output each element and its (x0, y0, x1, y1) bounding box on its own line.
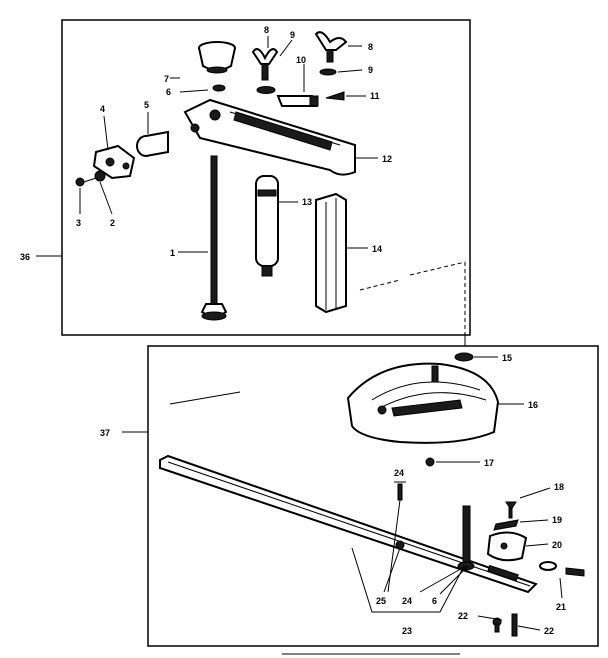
guide-line-upper (359, 261, 466, 335)
upper-assembly-frame (61, 19, 471, 336)
part-6-washer-upper (212, 84, 226, 92)
part-4-clamp (92, 144, 136, 180)
label-part-11: 11 (370, 91, 380, 101)
part-21-link (539, 561, 585, 577)
part-11-pointer (325, 91, 345, 101)
lower-leader-lines (351, 356, 563, 631)
part-20-bracket (486, 531, 528, 562)
guide-bar (159, 454, 538, 594)
label-part-37: 37 (100, 428, 110, 438)
label-part-23: 23 (402, 626, 412, 636)
part-1-bolt (200, 155, 228, 321)
part-9-washer-right (319, 68, 337, 76)
label-part-3: 3 (76, 218, 81, 228)
part-8-wing-screw-right (314, 31, 348, 63)
part-24-screw (394, 481, 406, 501)
part-16-miter-head (346, 362, 500, 444)
label-part-18: 18 (554, 482, 564, 492)
label-part-6b: 6 (432, 596, 437, 606)
label-part-34: 24 (402, 596, 412, 606)
lower-assembly-frame (147, 345, 599, 647)
label-part-9b: 9 (368, 65, 373, 75)
label-part-22a: 22 (458, 611, 468, 621)
label-part-19: 19 (552, 515, 562, 525)
part-14-hex-rod (315, 192, 347, 314)
label-part-21: 21 (556, 602, 566, 612)
label-part-4: 4 (100, 104, 105, 114)
part-19-plate (493, 519, 519, 531)
part-7-cap (198, 41, 236, 74)
upper-leader-lines (79, 36, 378, 253)
part-25-screw (395, 540, 405, 550)
label-part-14: 14 (372, 244, 382, 254)
part-2-nut (83, 170, 106, 183)
label-part-7: 7 (164, 74, 169, 84)
label-part-10: 10 (296, 55, 306, 65)
part-10-pin (276, 95, 319, 107)
label-part-1: 1 (170, 248, 175, 258)
label-part-24: 24 (394, 468, 404, 478)
label-part-20: 20 (552, 540, 562, 550)
label-part-8b: 8 (368, 42, 373, 52)
label-part-15: 15 (502, 353, 512, 363)
label-part-6a: 6 (166, 87, 171, 97)
part-22-screw-right (511, 613, 518, 637)
upper-assembly-group: 7 6 8 9 8 9 10 11 12 13 14 1 4 5 3 2 36 (20, 19, 471, 336)
part-13-shaft (255, 175, 279, 277)
stray-line (169, 391, 241, 405)
label-part-25: 25 (376, 596, 386, 606)
part-9-washer-left (256, 86, 276, 94)
part-17-pin (425, 457, 435, 467)
label-part-17: 17 (484, 458, 494, 468)
label-part-36: 36 (20, 252, 30, 262)
label-part-16: 16 (528, 400, 538, 410)
label-part-12: 12 (382, 154, 392, 164)
label-part-8a: 8 (264, 25, 269, 35)
label-part-13: 13 (302, 197, 312, 207)
part-8-wing-screw-left (251, 48, 279, 81)
label-part-2: 2 (110, 218, 115, 228)
label-part-5: 5 (144, 100, 149, 110)
label-part-9a: 9 (290, 30, 295, 40)
part-3-screw (75, 177, 85, 187)
part-15-washer (454, 352, 474, 362)
part-5-bushing (136, 130, 169, 157)
label-part-22b: 22 (544, 626, 554, 636)
part-18-screw (505, 501, 517, 519)
lower-assembly-group: 15 16 17 18 19 20 21 22 22 24 25 24 6 23… (100, 345, 599, 647)
